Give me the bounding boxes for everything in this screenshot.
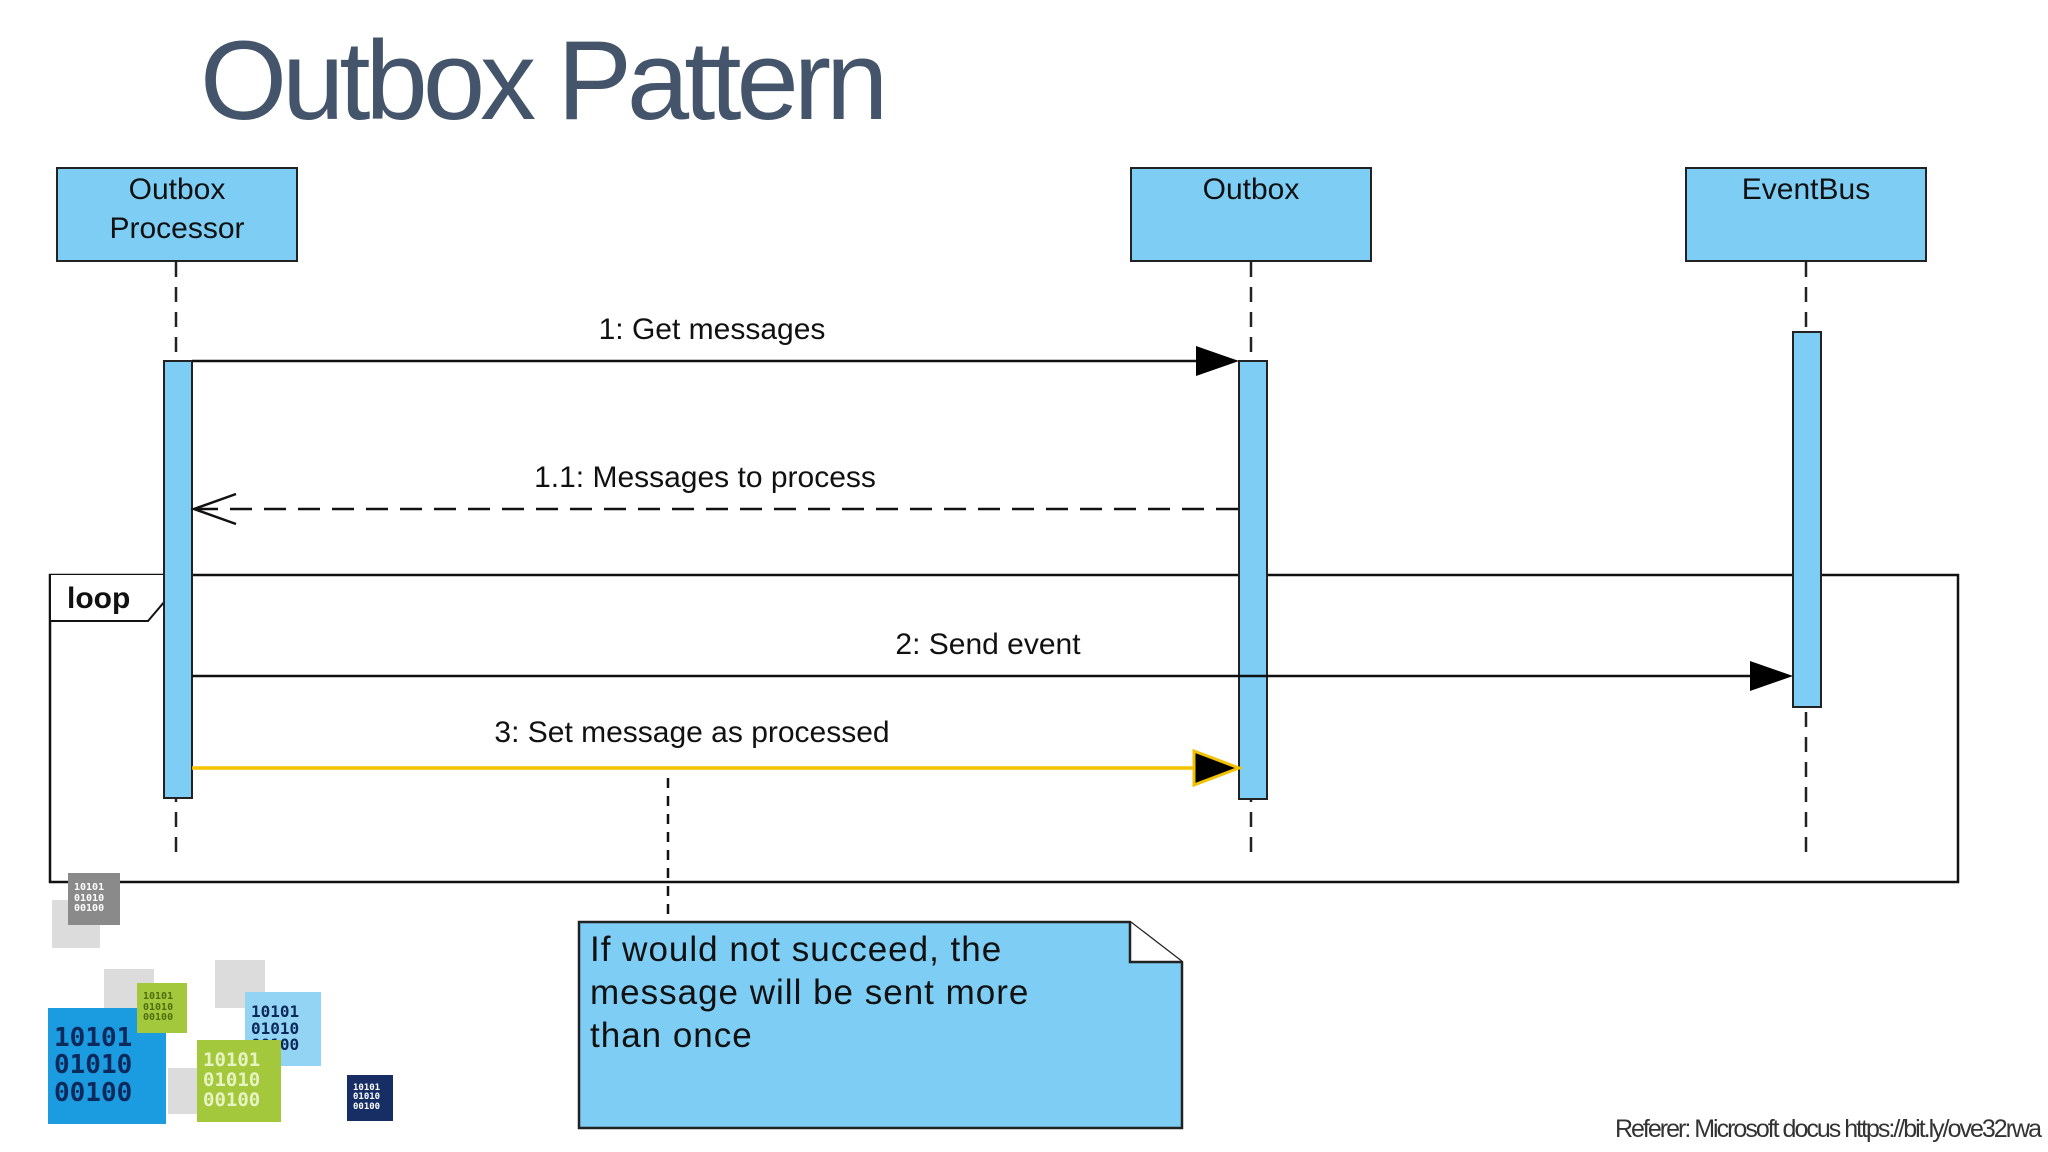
- note-line: If would not succeed, the: [590, 930, 1003, 969]
- binary-tile-gray: 10101 01010 00100: [68, 873, 120, 925]
- message-label: 2: Send event: [895, 628, 1081, 661]
- activation-bars: [163, 331, 1822, 800]
- activation-eventbus: [1792, 331, 1822, 708]
- participant-label-line1: Outbox: [129, 173, 226, 206]
- tile-line: 01010: [74, 892, 105, 904]
- message-get-messages: 1: Get messages: [192, 313, 1239, 376]
- tile-line: 10101: [143, 991, 174, 1003]
- tile-line: 10101: [203, 1049, 261, 1072]
- tile-line: 01010: [54, 1050, 133, 1081]
- note-text: If would not succeed, the message will b…: [590, 928, 1150, 1057]
- loop-operator-label: loop: [67, 582, 130, 615]
- participant-eventbus: EventBus: [1685, 167, 1927, 262]
- tile-line: 00100: [54, 1077, 133, 1108]
- participant-outbox: Outbox: [1130, 167, 1372, 262]
- slide-title: Outbox Pattern: [200, 18, 888, 143]
- message-set-processed: 3: Set message as processed: [192, 716, 1244, 788]
- lifelines: [174, 262, 1808, 860]
- participant-label-line2: Processor: [109, 212, 244, 245]
- tile-line: 01010: [143, 1001, 174, 1013]
- reference-footer: Referer: Microsoft docus https://bit.ly/…: [1614, 1115, 2042, 1143]
- tile-line: 01010: [251, 1018, 300, 1038]
- note-box: [577, 920, 1184, 1130]
- tile-line: 10101: [251, 1001, 300, 1021]
- message-messages-to-process: 1.1: Messages to process: [190, 461, 1239, 526]
- note-line: than once: [590, 1016, 753, 1055]
- participant-outbox-processor: Outbox Processor: [56, 167, 298, 262]
- tile-line: 01010: [203, 1069, 261, 1092]
- activation-outbox: [1238, 360, 1268, 800]
- tile-line: 10101: [74, 882, 105, 894]
- message-label: 1.1: Messages to process: [534, 461, 876, 494]
- activation-processor: [163, 360, 193, 799]
- binary-tile-green-small: 10101 01010 00100: [137, 983, 187, 1033]
- tile-line: 00100: [353, 1101, 381, 1112]
- binary-tile-green: 10101 01010 00100: [197, 1040, 281, 1122]
- message-label: 3: Set message as processed: [494, 716, 889, 749]
- binary-tile-navy: 10101 01010 00100: [347, 1075, 393, 1121]
- message-send-event: 2: Send event: [192, 628, 1793, 691]
- participant-label: EventBus: [1742, 173, 1870, 206]
- participant-label: Outbox: [1203, 173, 1300, 206]
- tile-line: 00100: [143, 1012, 174, 1024]
- tile-line: 10101: [353, 1082, 381, 1093]
- tile-line: 00100: [74, 903, 105, 915]
- note-line: message will be sent more: [590, 973, 1030, 1012]
- tile-line: 01010: [353, 1092, 381, 1103]
- message-label: 1: Get messages: [599, 313, 826, 346]
- binary-tile-blue-large: 10101 01010 00100: [48, 1008, 166, 1124]
- tile-line: 10101: [54, 1023, 133, 1054]
- loop-fragment: loop: [48, 573, 1960, 884]
- tile-line: 00100: [203, 1088, 261, 1111]
